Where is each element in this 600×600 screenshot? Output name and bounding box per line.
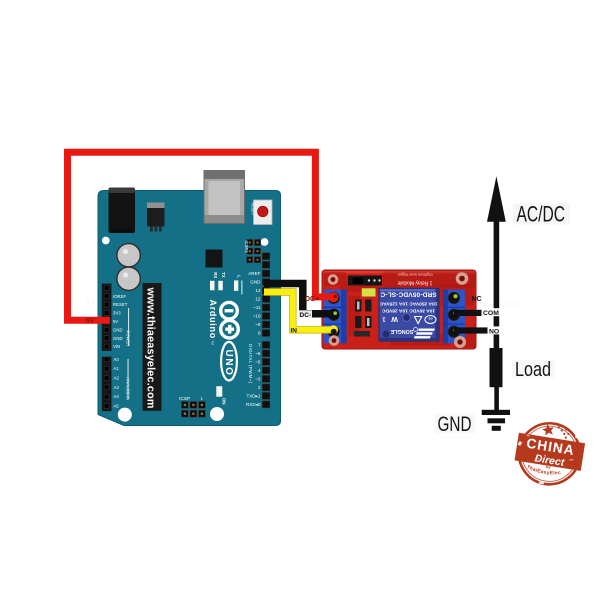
svg-text:RESET: RESET [251,203,255,216]
svg-text:SRD-05VDC-SL-C: SRD-05VDC-SL-C [380,290,436,297]
svg-text:DIGITAL (PWM~): DIGITAL (PWM~) [248,344,253,384]
svg-text:A2: A2 [114,376,120,381]
svg-text:~5: ~5 [255,360,261,365]
svg-text:RX: RX [213,272,218,278]
svg-text:~10: ~10 [253,314,261,319]
svg-text:1: 1 [201,396,204,401]
svg-text:AREF: AREF [248,271,260,276]
svg-text:VIN: VIN [113,344,120,349]
svg-text:10A 250VAC 10A 125VAC: 10A 250VAC 10A 125VAC [379,300,437,306]
svg-text:5V: 5V [86,318,95,325]
svg-text:ce: ce [428,317,432,321]
svg-text:SONGLE: SONGLE [390,328,413,334]
svg-text:4: 4 [258,368,261,373]
svg-text:A3: A3 [114,385,120,390]
svg-text:~3: ~3 [255,377,261,382]
svg-text:COM: COM [483,310,499,317]
svg-text:Digithow level trigger: Digithow level trigger [397,273,433,277]
svg-text:RESET: RESET [113,302,128,307]
svg-text:8: 8 [258,331,261,336]
svg-text:A4: A4 [114,394,120,399]
svg-text:www.thiaeasyelec.com: www.thiaeasyelec.com [145,287,157,409]
svg-text:TXD▸1: TXD▸1 [246,394,260,399]
svg-text:A1: A1 [114,366,120,371]
svg-text:A0: A0 [114,357,120,362]
svg-text:NO: NO [489,328,499,335]
svg-text:IN: IN [291,327,298,334]
svg-text:~9: ~9 [255,322,261,327]
svg-text:13: 13 [255,288,261,293]
svg-text:POWER: POWER [125,331,130,347]
svg-text:DC-: DC- [300,312,312,319]
svg-text:UNO: UNO [223,350,234,377]
svg-text:10A 30VDC 10A 28VDC: 10A 30VDC 10A 28VDC [381,307,435,313]
svg-text:GND: GND [438,413,472,436]
svg-text:~11: ~11 [253,305,261,310]
svg-text:NC: NC [472,296,482,303]
svg-text:TM: TM [211,341,215,346]
svg-text:GND: GND [250,280,261,285]
svg-text:ON: ON [222,398,227,405]
svg-text:L: L [237,275,242,278]
svg-text:W: W [391,315,398,322]
svg-text:Arduino: Arduino [208,300,218,339]
svg-text:5V: 5V [113,319,118,324]
svg-text:7: 7 [258,343,261,348]
svg-text:GND: GND [113,327,123,332]
svg-text:AC/DC: AC/DC [517,202,566,227]
svg-text:A5: A5 [114,404,120,409]
svg-text:ICSP2: ICSP2 [244,241,249,254]
svg-text:GND: GND [113,336,123,341]
svg-text:IOREF: IOREF [113,294,127,299]
svg-text:ICSP: ICSP [179,396,190,402]
svg-text:12: 12 [255,297,261,302]
svg-text:1 Relay Module: 1 Relay Module [397,279,432,285]
svg-text:~6: ~6 [255,351,261,356]
svg-text:RXD◂0: RXD◂0 [246,402,261,407]
svg-text:1: 1 [382,316,386,322]
svg-text:3V3: 3V3 [113,311,121,316]
svg-text:TX: TX [221,272,226,278]
svg-text:Load: Load [515,359,551,381]
svg-text:DC+: DC+ [305,296,319,303]
svg-text:2: 2 [258,385,261,390]
svg-text:by: by [546,464,552,470]
svg-text:Direct: Direct [534,452,566,469]
